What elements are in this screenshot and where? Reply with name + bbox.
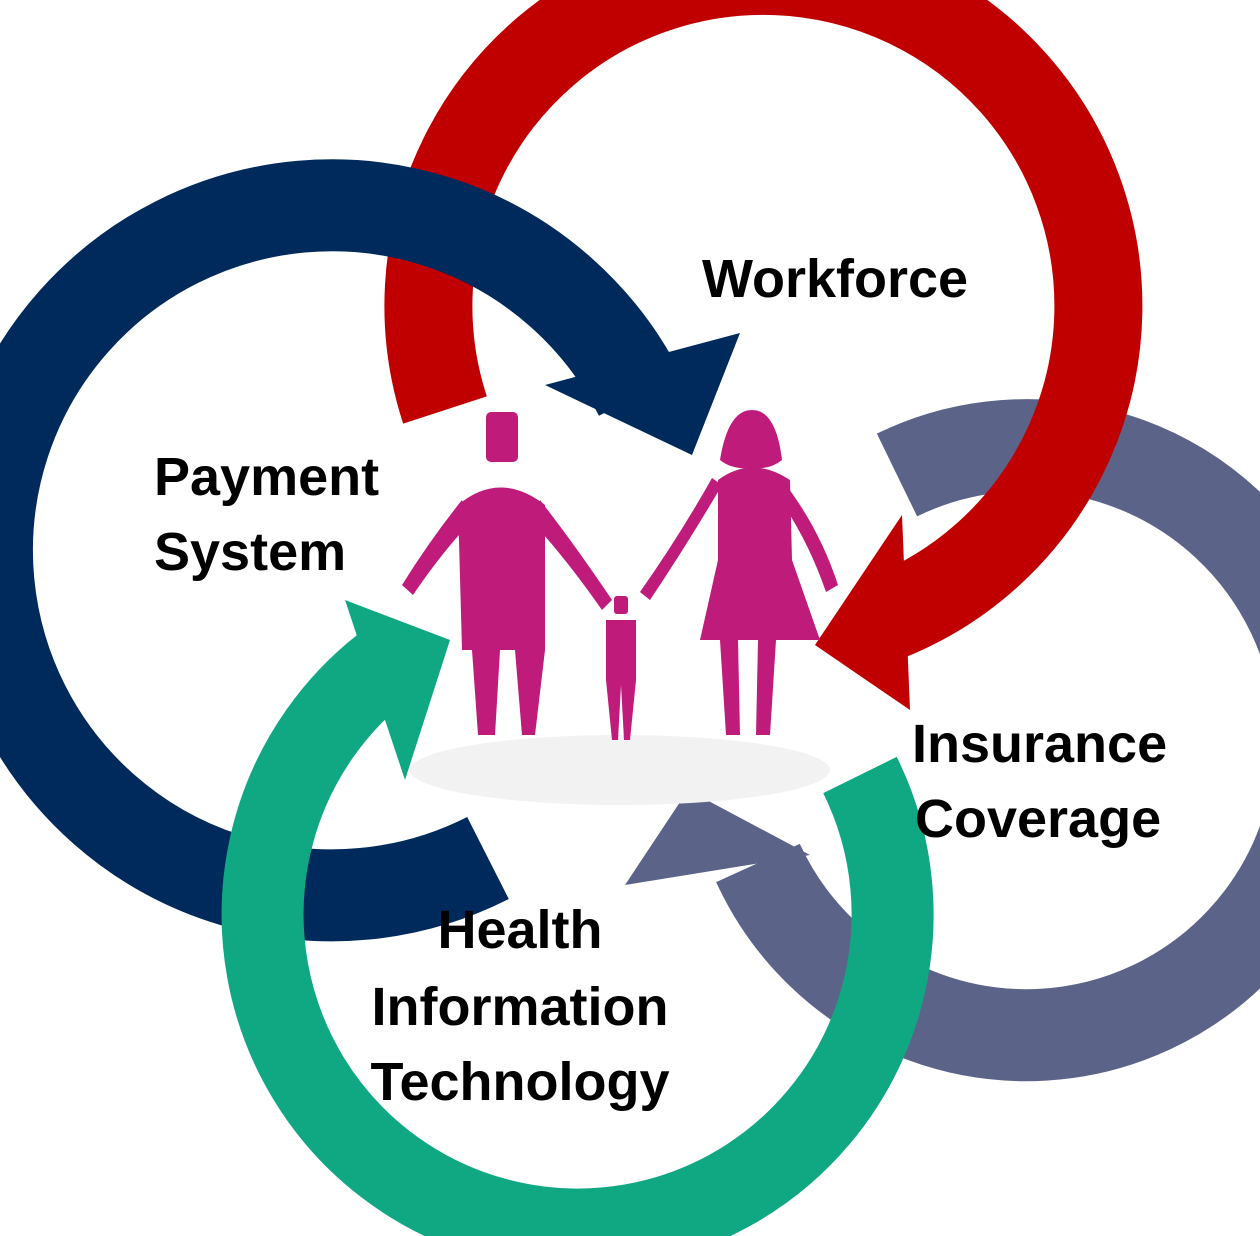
payment-system-label-line1: Payment <box>154 447 379 507</box>
woman-figure-icon <box>640 410 838 735</box>
workforce-arrow <box>384 0 1143 710</box>
insurance-coverage-label-line1: Insurance <box>912 714 1167 774</box>
health-information-technology-arrow <box>221 600 934 1236</box>
insurance-coverage-label-line2: Coverage <box>915 789 1161 849</box>
health-it-label-line3: Technology <box>370 1052 669 1112</box>
man-figure-icon <box>402 412 612 735</box>
payment-system-label-line2: System <box>154 522 346 582</box>
health-it-label-line2: Information <box>372 977 669 1037</box>
health-it-label-line1: Health <box>437 900 602 960</box>
family-icon <box>402 410 838 805</box>
workforce-label: Workforce <box>702 249 968 309</box>
child-figure-icon <box>606 596 636 740</box>
